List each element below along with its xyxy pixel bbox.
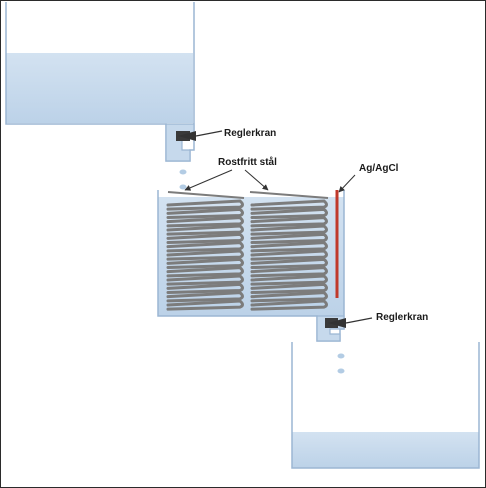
top-tank-water: [6, 53, 193, 123]
coil-turn: [250, 266, 328, 278]
coil-left-lead: [167, 191, 245, 199]
top-valve-body: [165, 123, 195, 162]
coil-turn: [166, 299, 244, 311]
coil-turn: [166, 241, 244, 253]
coil-turn: [166, 207, 244, 219]
bottom-tank-wall: [291, 342, 480, 469]
coil-turn: [166, 291, 244, 303]
coil-turn: [166, 224, 244, 236]
top-tank: [5, 2, 223, 162]
coil-turn: [166, 266, 244, 278]
coil-turn: [250, 224, 328, 236]
coil-turn: [250, 199, 328, 211]
coil-turn: [250, 299, 328, 311]
drop-icon: [337, 368, 345, 374]
valve-top-label: Reglerkran: [224, 128, 276, 139]
coil-turn: [250, 207, 328, 219]
coil-turn: [250, 257, 328, 269]
drop-icon: [179, 184, 187, 190]
stainless-steel-coil-right: [250, 199, 328, 311]
reference-pointer: [338, 174, 356, 193]
coil-turn: [250, 232, 328, 244]
bottom-tank: [291, 342, 480, 469]
coil-turn: [250, 241, 328, 253]
drop-icon: [337, 353, 345, 359]
coil-turn: [250, 291, 328, 303]
coil-turn: [166, 232, 244, 244]
electrolysis-tank: [157, 190, 373, 342]
coil-turn: [250, 282, 328, 294]
electrodes-label: Rostfritt stål: [218, 156, 277, 168]
top-valve-arrow-icon: [178, 131, 196, 141]
stainless-steel-coil-left: [166, 199, 244, 311]
coil-right-lead: [249, 191, 329, 199]
bottom-valve-arrow-icon: [328, 318, 346, 328]
bottom-tank-water: [292, 432, 479, 468]
coil-turn: [250, 249, 328, 261]
coil-turn: [166, 282, 244, 294]
valve-bottom-label: Reglerkran: [376, 312, 428, 323]
reference-electrode-label: Ag/AgCl: [359, 163, 399, 174]
bottom-valve-pointer: [345, 317, 373, 324]
coil-turn: [250, 216, 328, 228]
coil-turn: [250, 274, 328, 286]
coil-turn: [166, 199, 244, 211]
coil-turn: [166, 257, 244, 269]
top-valve-pointer: [195, 130, 223, 137]
electrode-pointer-right: [244, 169, 269, 191]
drop-icon: [179, 169, 187, 175]
electrode-pointer-left: [184, 169, 233, 191]
coil-turn: [166, 216, 244, 228]
coil-turn: [166, 274, 244, 286]
coil-turn: [166, 249, 244, 261]
